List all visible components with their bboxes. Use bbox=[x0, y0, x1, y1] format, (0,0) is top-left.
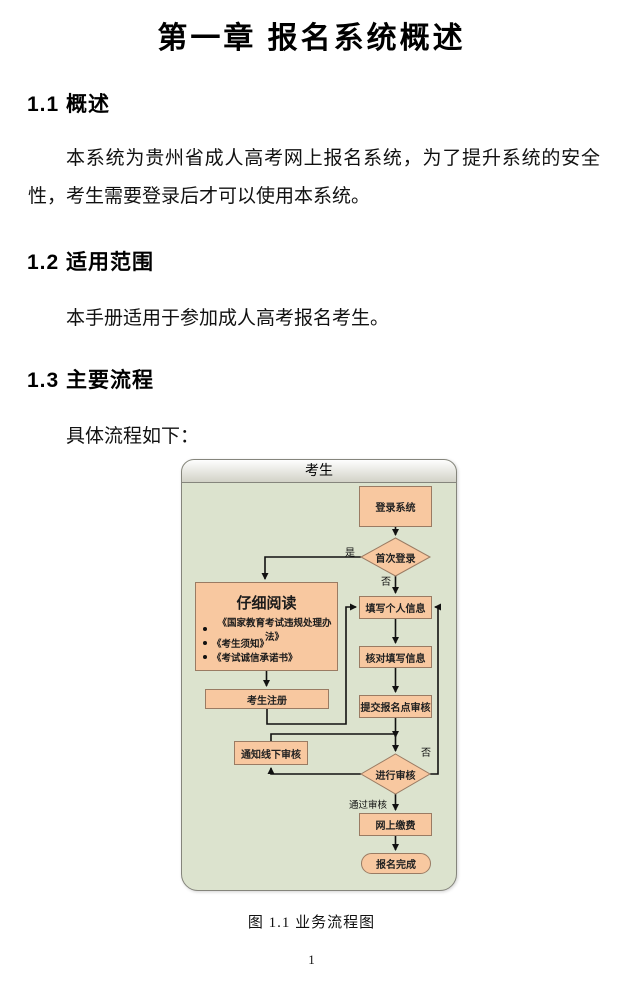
review-diamond bbox=[360, 753, 431, 795]
paragraph-process-intro: 具体流程如下： bbox=[66, 426, 200, 447]
edge-label-pass-review: 通过审核 bbox=[349, 801, 388, 811]
read-list-item-label: 《考试诚信承诺书》 bbox=[212, 654, 298, 664]
node-pay-online: 网上缴费 bbox=[359, 813, 432, 836]
read-list-item: 《考生须知》 bbox=[200, 636, 337, 650]
node-pay-online-label: 网上缴费 bbox=[375, 821, 416, 832]
lane-title: 考生 bbox=[305, 464, 333, 479]
node-check-info-label: 核对填写信息 bbox=[365, 653, 426, 665]
edge-label-no-review: 否 bbox=[421, 748, 431, 759]
read-carefully-title: 仔细阅读 bbox=[236, 596, 297, 612]
node-fill-personal-info-label: 填写个人信息 bbox=[365, 604, 426, 615]
read-list-item-label: 《国家教育考试违规处理办法》 bbox=[217, 619, 332, 643]
page-title: 第一章 报名系统概述 bbox=[157, 22, 466, 55]
node-fill-personal-info: 填写个人信息 bbox=[359, 596, 432, 619]
node-do-review: 进行审核 bbox=[361, 754, 430, 794]
node-candidate-register-label: 考生注册 bbox=[247, 695, 287, 707]
bullet-icon bbox=[203, 655, 207, 659]
read-list-item-label: 《考生须知》 bbox=[212, 640, 270, 650]
paragraph-scope: 本手册适用于参加成人高考报名考生。 bbox=[66, 308, 390, 329]
node-read-carefully: 仔细阅读 《国家教育考试违规处理办法》 《考生须知》 《考试诚信承诺书》 bbox=[195, 582, 338, 671]
node-check-info: 核对填写信息 bbox=[359, 646, 432, 668]
flowchart-swimlane: 考生 登录系统 首次登录 仔细阅读 《国家教育考试违规处理办法》 《考生须知》 bbox=[181, 459, 457, 891]
section-heading-overview: 1.1 概述 bbox=[27, 93, 111, 116]
node-first-login-label: 首次登录 bbox=[375, 553, 416, 565]
node-registration-complete: 报名完成 bbox=[361, 853, 431, 874]
first-login-diamond bbox=[359, 537, 432, 577]
node-login-system: 登录系统 bbox=[359, 486, 432, 527]
edge-label-yes: 是 bbox=[345, 548, 355, 559]
node-notify-offline-review-label: 通知线下审核 bbox=[241, 749, 301, 761]
node-submit-review-label: 提交报名点审核 bbox=[360, 703, 431, 714]
bullet-icon bbox=[203, 627, 207, 631]
node-first-login: 首次登录 bbox=[361, 538, 430, 576]
figure-caption: 图 1.1 业务流程图 bbox=[247, 915, 376, 931]
node-login-system-label: 登录系统 bbox=[375, 503, 416, 514]
node-do-review-label: 进行审核 bbox=[375, 770, 416, 782]
page-number: 1 bbox=[308, 952, 315, 967]
section-heading-scope: 1.2 适用范围 bbox=[27, 251, 155, 274]
read-carefully-list: 《国家教育考试违规处理办法》 《考生须知》 《考试诚信承诺书》 bbox=[196, 619, 337, 664]
read-list-item: 《考试诚信承诺书》 bbox=[200, 650, 337, 664]
lane-header: 考生 bbox=[182, 460, 456, 483]
edge-label-no-first: 否 bbox=[381, 577, 391, 588]
paragraph-overview: 本系统为贵州省成人高考网上报名系统，为了提升系统的安全性，考生需要登录后才可以使… bbox=[28, 148, 600, 207]
node-candidate-register: 考生注册 bbox=[205, 689, 329, 709]
flow-connectors bbox=[261, 527, 441, 851]
node-submit-review: 提交报名点审核 bbox=[359, 695, 432, 718]
node-notify-offline-review: 通知线下审核 bbox=[234, 741, 308, 765]
read-list-item: 《国家教育考试违规处理办法》 bbox=[200, 619, 337, 643]
node-registration-complete-label: 报名完成 bbox=[376, 860, 416, 871]
section-heading-process: 1.3 主要流程 bbox=[27, 369, 155, 392]
bullet-icon bbox=[203, 641, 207, 645]
